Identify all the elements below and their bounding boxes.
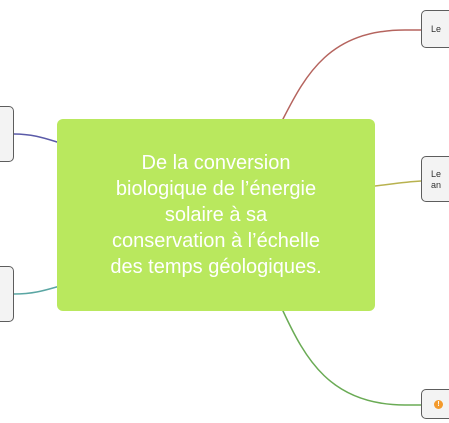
branch-node-bottom-right[interactable]: !: [421, 389, 449, 419]
branch-node-top-right[interactable]: Le: [421, 10, 449, 48]
branch-node-top-left[interactable]: [0, 106, 14, 162]
central-topic-node[interactable]: De la conversion biologique de l’énergie…: [57, 119, 375, 311]
branch-label-top-right: Le: [431, 24, 442, 34]
connector-top-right: [282, 29, 422, 120]
connector-bottom-right: [282, 310, 422, 406]
warning-badge-icon: !: [434, 400, 443, 409]
connector-top-left: [13, 133, 58, 143]
connector-mid-right: [374, 180, 422, 187]
branch-node-mid-right[interactable]: Le an: [421, 156, 449, 202]
central-topic-text: De la conversion biologique de l’énergie…: [110, 152, 322, 278]
branch-label-mid-right: Le an: [431, 169, 442, 190]
connector-bottom-left: [13, 285, 61, 295]
branch-node-bottom-left[interactable]: [0, 266, 14, 322]
